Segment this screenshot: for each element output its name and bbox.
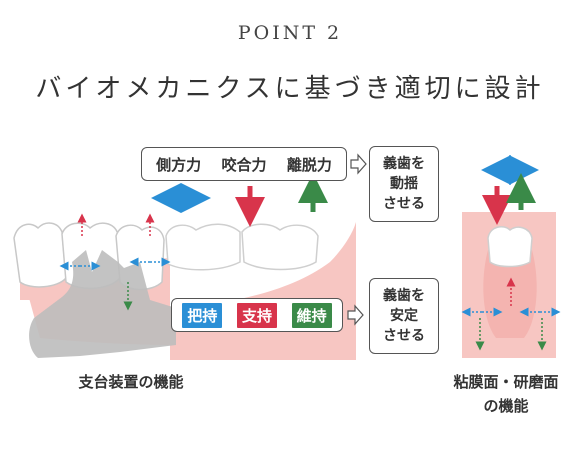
function-retention-chip: 維持 (291, 302, 332, 328)
metal-framework (29, 250, 176, 358)
function-support-chip: 支持 (236, 302, 277, 328)
caption-abutment-function: 支台装置の機能 (78, 373, 184, 391)
caption-right-line1: 粘膜面・研磨面 (453, 373, 559, 391)
section-tooth (487, 225, 533, 268)
functions-box: 把持 支持 維持 (171, 298, 343, 332)
result-bottom-line3: させる (383, 328, 425, 344)
function-bracing-chip: 把持 (182, 302, 223, 328)
result-bottom-line1: 義歯を (383, 288, 425, 304)
force-occlusal-label: 咬合力 (221, 155, 267, 174)
forces-box: 側方力 咬合力 離脱力 (141, 147, 347, 181)
pointer-arrow-top (350, 153, 367, 175)
point-label: POINT 2 (237, 22, 343, 44)
result-bottom-line2: 安定 (390, 308, 418, 324)
pointer-arrow-bottom (347, 304, 364, 326)
artificial-tooth-2 (241, 223, 319, 271)
caption-mucosa-function: 粘膜面・研磨面 の機能 (436, 370, 576, 418)
result-top-line3: させる (383, 196, 425, 212)
force-detach-label: 離脱力 (286, 155, 332, 174)
result-destabilize-box: 義歯を 動揺 させる (369, 146, 439, 222)
result-stabilize-box: 義歯を 安定 させる (369, 278, 439, 354)
result-top-line2: 動揺 (390, 176, 418, 192)
force-lateral-label: 側方力 (156, 155, 202, 174)
artificial-tooth-1 (165, 223, 241, 271)
natural-tooth-1 (13, 222, 67, 288)
caption-right-line2: の機能 (483, 397, 529, 415)
page-title: バイオメカニクスに基づき適切に設計 (35, 74, 545, 104)
result-top-line1: 義歯を (383, 156, 425, 172)
